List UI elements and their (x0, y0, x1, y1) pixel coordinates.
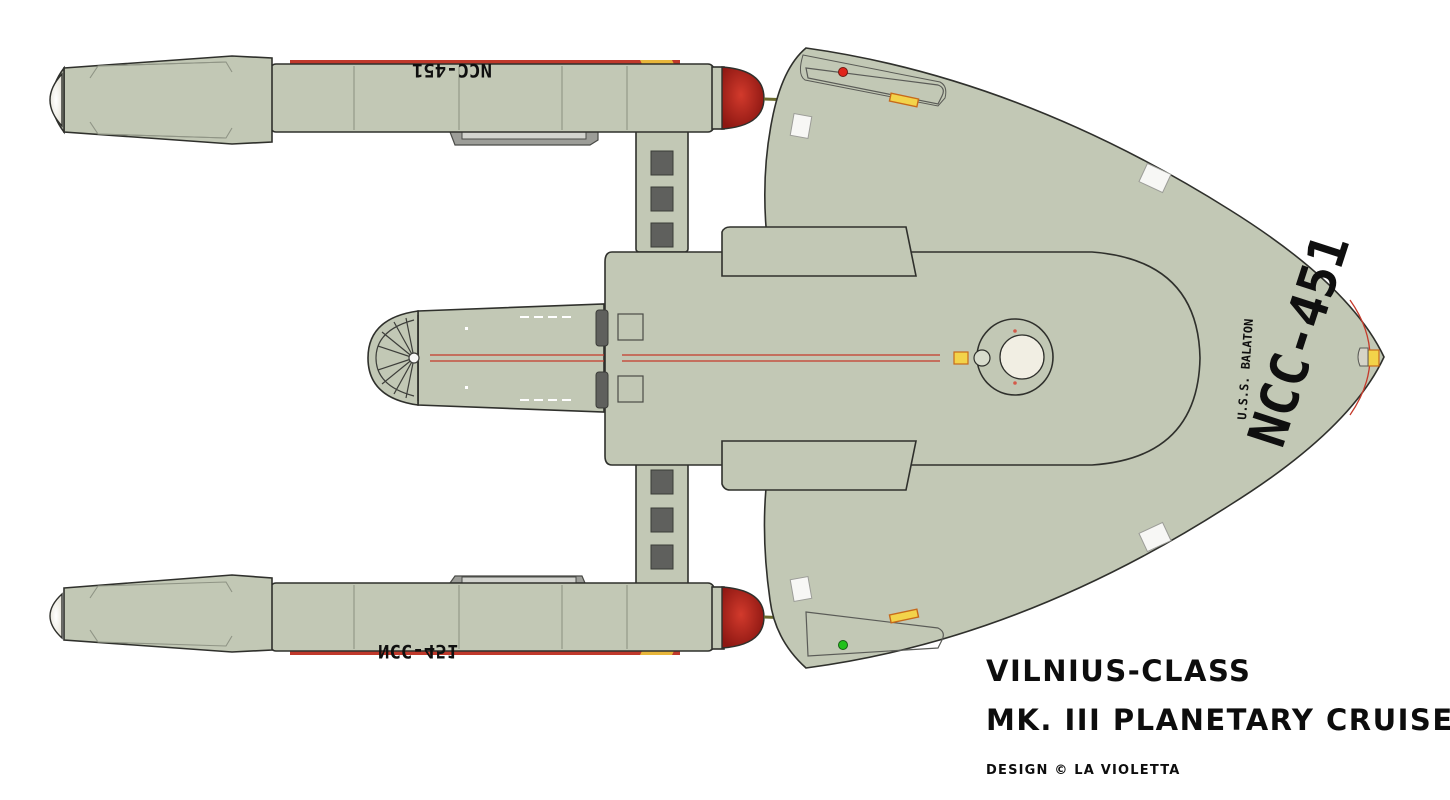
pylon-window (650, 507, 674, 533)
nav-light-red (838, 67, 848, 77)
upper-pylon (635, 127, 689, 253)
class-subtitle: MK. III PLANETARY CRUISER (986, 703, 1450, 737)
upper-nacelle: NCC-451 (49, 55, 795, 146)
pylon-window (650, 222, 674, 248)
center-hull (604, 226, 1201, 491)
nacelle-registry-upper: NCC-451 (412, 59, 492, 81)
pylon-window (650, 150, 674, 176)
pylon-window (650, 186, 674, 212)
secondary-hull (367, 303, 609, 413)
lower-pylon (635, 441, 689, 589)
nav-light-green (838, 640, 848, 650)
design-credit: DESIGN © LA VIOLETTA (986, 763, 1181, 778)
nacelle-registry-lower: NCC-451 (378, 640, 458, 662)
pylon-window (650, 469, 674, 495)
pylon-window (650, 544, 674, 570)
lower-nacelle: NCC-451 (49, 574, 795, 662)
class-title: VILNIUS-CLASS (986, 654, 1252, 688)
